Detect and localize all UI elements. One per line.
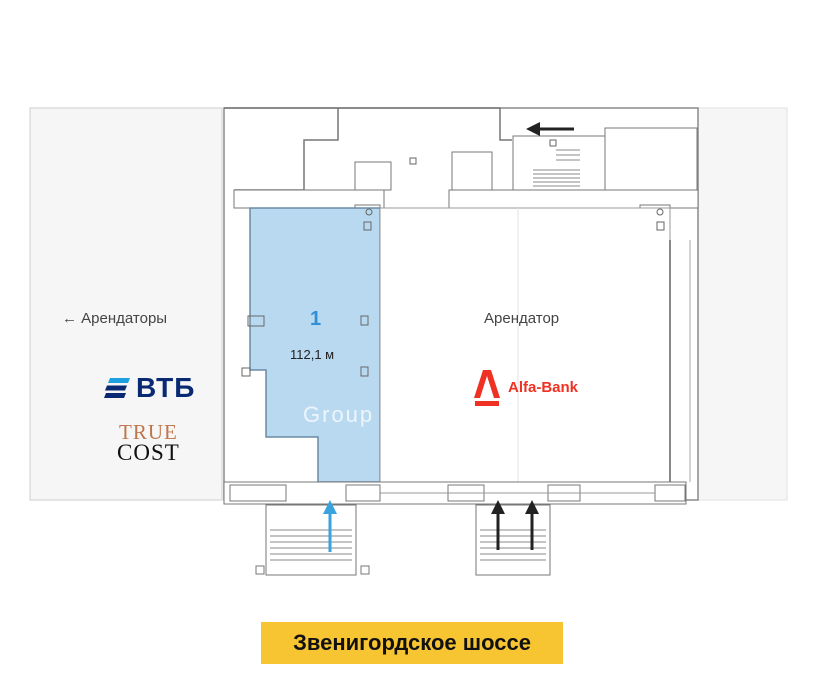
entrance-stairs-right [475,504,551,576]
service-room-small [451,151,493,191]
service-room-right [604,127,698,191]
alfa-bank-logo-text: Alfa-Bank [508,378,579,396]
wc-room-left [354,161,392,191]
left-tenants-label: ← Арендаторы [62,310,168,327]
unit-area-label: 112,1 м [290,347,335,362]
service-entrance-arrow [526,122,574,136]
vtb-logo: ВТБ [104,372,195,404]
facade-windows [229,484,686,502]
entrance-steps-left [270,529,352,561]
entrance-stairs-left [265,504,357,576]
true-cost-logo-line2: COST [117,440,180,465]
vtb-stripes-icon [104,378,130,398]
top-wall [224,107,512,141]
entrance-arrow-hall-2 [525,500,539,550]
neighbour-area-left [29,107,223,501]
main-hall [379,207,671,483]
unit-number: 1 [310,308,322,330]
stair-block [512,135,606,193]
entrance-arrow-unit [323,500,337,552]
entrance-arrow-hall-1 [491,500,505,550]
right-tenant-label: Арендатор [484,310,560,327]
street-name: Звенигордское шоссе [293,630,531,655]
true-cost-logo-line1: TRUE [119,420,178,444]
alfa-a-icon [474,370,500,406]
street-sign: Звенигордское шоссе [261,622,563,664]
bollard-left [255,565,265,575]
alfa-bank-logo: Alfa-Bank [474,368,578,406]
stair-steps [533,149,580,187]
vtb-logo-text: ВТБ [136,372,196,403]
fixtures [241,139,665,377]
watermark-text: Group [303,402,375,427]
entrance-steps-right [480,529,546,561]
bollard-right [360,565,370,575]
neighbour-area-right [696,107,788,501]
